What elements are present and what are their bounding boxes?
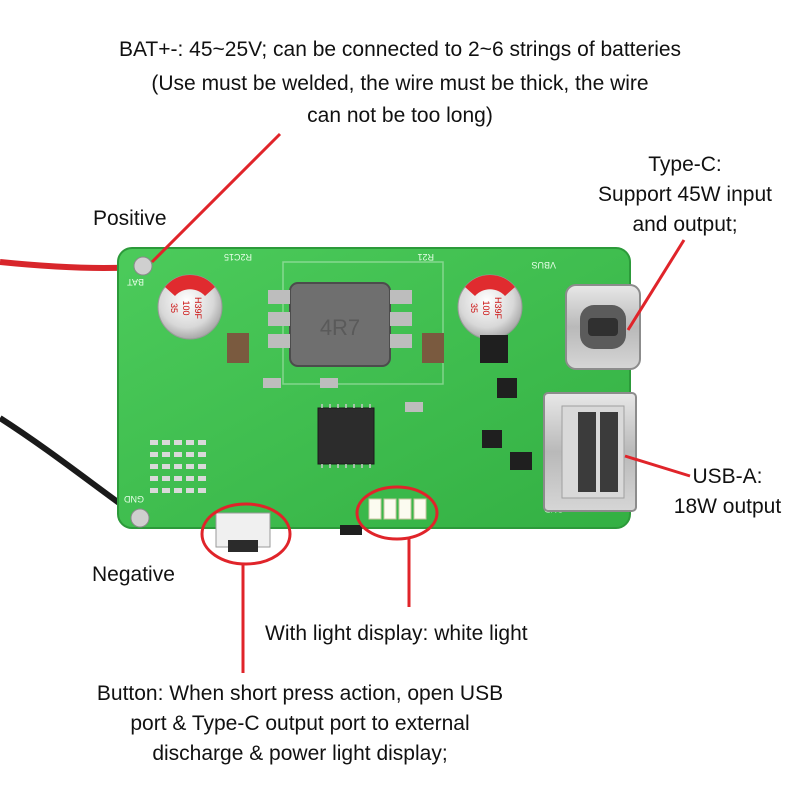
light-annotation: With light display: white light: [265, 622, 528, 645]
negative-label: Negative: [92, 563, 175, 586]
usb-a-port: [543, 392, 637, 512]
capacitor-left: [157, 274, 223, 340]
button-highlight-circle: [200, 502, 292, 566]
silk-r2c15: R2C15: [224, 252, 252, 262]
bat-annotation-line1: BAT+-: 45~25V; can be connected to 2~6 s…: [118, 38, 682, 61]
bat-positive-pad: [133, 256, 153, 276]
cap-right-l1: H39F: [493, 297, 503, 320]
bat-annotation-line3: can not be too long): [307, 104, 493, 127]
silk-r21: R21: [417, 252, 434, 262]
push-button: [215, 512, 271, 552]
led-highlight-circle: [355, 485, 439, 541]
bat-negative-pad: [130, 508, 150, 528]
inductor-marking: 4R7: [320, 315, 360, 340]
usba-callout-line: [624, 454, 691, 478]
cap-left-l2: 100: [181, 300, 191, 315]
silk-vbus: VBUS: [531, 260, 556, 270]
button-annotation-line2: port & Type-C output port to external: [130, 712, 470, 735]
main-ic: [317, 407, 375, 465]
positive-label: Positive: [93, 207, 167, 230]
usb-type-c-port: [565, 284, 641, 370]
white-led-indicators: [368, 498, 427, 520]
cap-left-l1: H39F: [193, 297, 203, 320]
usba-annotation-line1: USB-A:: [692, 465, 763, 488]
silk-gnd: GND: [124, 494, 145, 504]
cap-right-l2: 100: [481, 300, 491, 315]
typec-callout-line: [626, 239, 686, 331]
bat-annotation-line2: (Use must be welded, the wire must be th…: [151, 72, 649, 95]
typec-annotation-line3: and output;: [632, 213, 738, 236]
bat-callout-line: [150, 132, 282, 264]
cap-left-l3: 35: [169, 303, 179, 313]
typec-annotation-line2: Support 45W input: [598, 183, 772, 206]
silk-bat: BAT: [127, 277, 144, 287]
cap-right-l3: 35: [469, 303, 479, 313]
usba-annotation-line2: 18W output: [673, 495, 782, 518]
button-annotation-line3: discharge & power light display;: [152, 742, 448, 765]
button-annotation-line1: Button: When short press action, open US…: [96, 682, 504, 705]
capacitor-right: [457, 274, 523, 340]
typec-annotation-line1: Type-C:: [648, 153, 722, 176]
